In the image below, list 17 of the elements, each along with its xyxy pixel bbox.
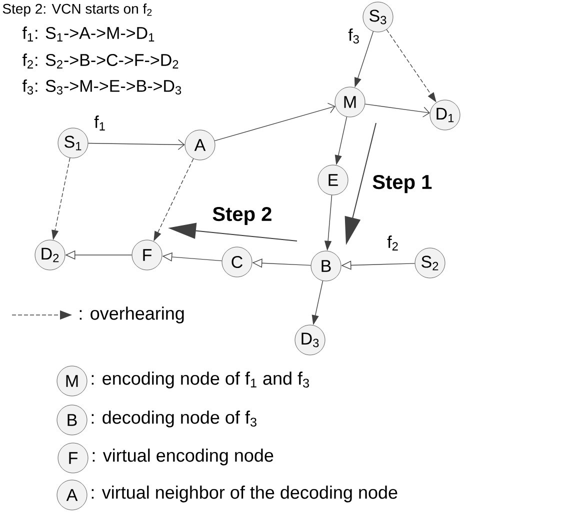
edge-label: f$_{3}$ (347, 28, 361, 44)
arrow (214, 102, 336, 142)
edge-label: f$_{1}$ (93, 114, 107, 132)
flow-path-text: f$_{3}$: S$_{3}$->M->E->B->D$_{3}$ (22, 80, 182, 94)
legend-text: : virtual encoding node (92, 448, 274, 466)
heading: Step 2: VCN starts on f$_{2}$ (2, 3, 152, 17)
flow-path-text: f$_{1}$: S$_{1}$->A->M->D$_{1}$ (22, 26, 154, 42)
edge-label: f$_{2}$ (386, 234, 400, 252)
legend-text: : decoding node of f$_{3}$ (92, 410, 256, 428)
flow-path-text: f$_{2}$: S$_{2}$->B->C->F->D$_{2}$ (22, 54, 178, 68)
arrow (364, 104, 430, 118)
legend-text: : overhearing (80, 306, 184, 324)
step-label: Step 2 (212, 206, 272, 226)
legend-text: : virtual neighbor of the decoding node (92, 486, 398, 502)
step-label: Step 1 (372, 174, 432, 194)
legend-text: : encoding node of f$_{1}$ and f$_{3}$ (92, 372, 309, 388)
arrow (88, 139, 185, 150)
